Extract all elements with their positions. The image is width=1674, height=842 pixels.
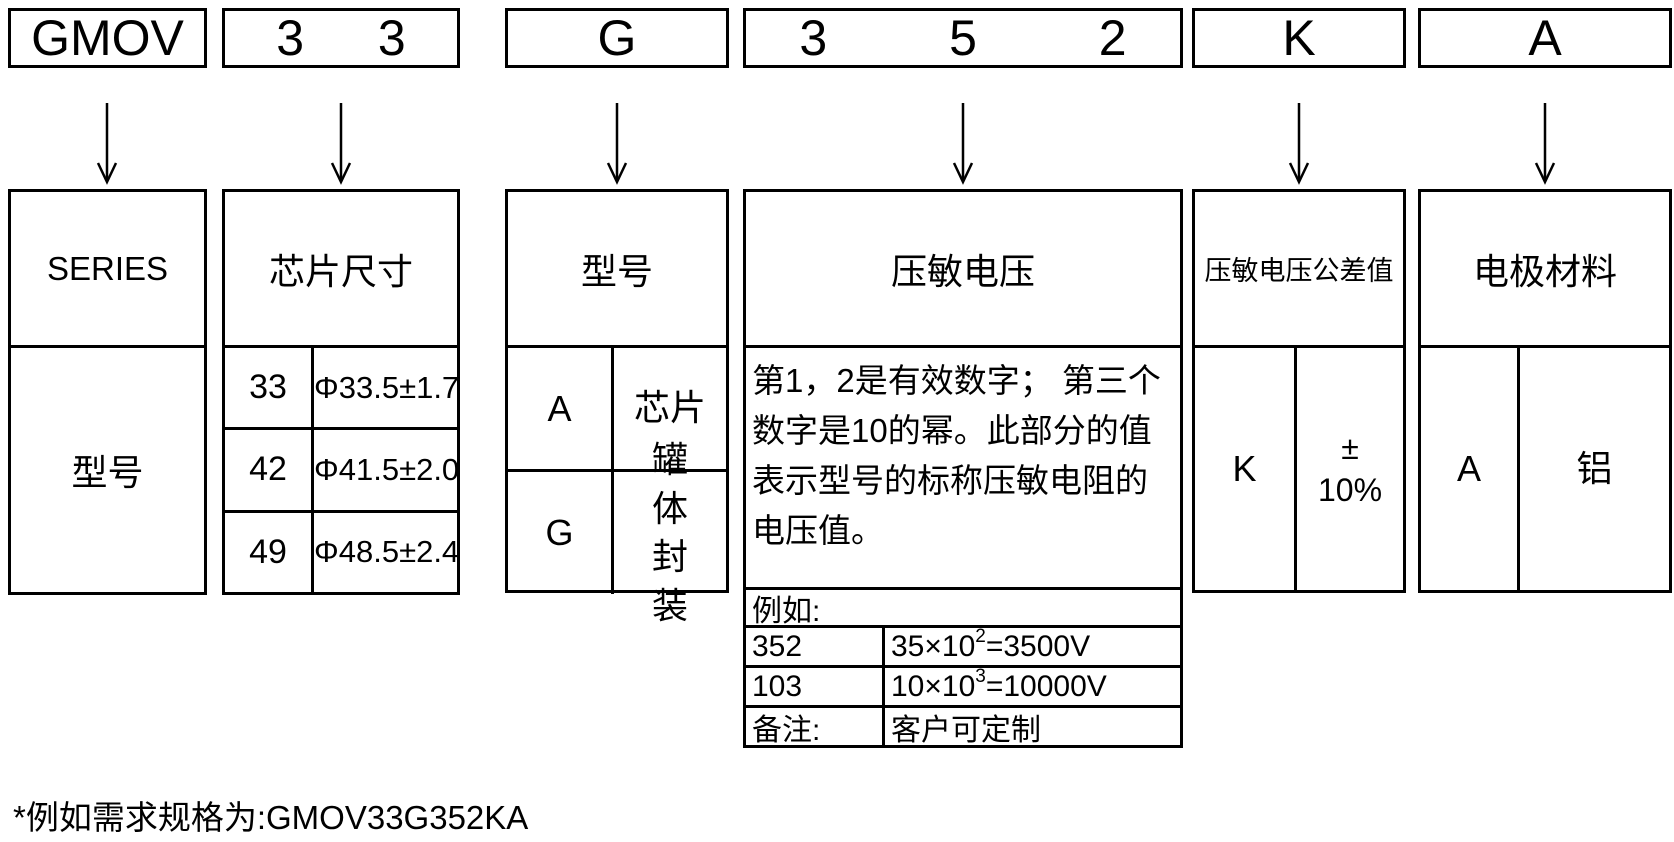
code-electrode-text: A — [1528, 10, 1562, 66]
table-row: A 芯片 — [508, 348, 726, 470]
example-code-cell: 103 — [746, 668, 885, 705]
tolerance-value-stack: ± 10% — [1318, 427, 1382, 511]
electrode-rows: A 铝 — [1421, 348, 1669, 590]
electrode-code-cell: A — [1421, 348, 1520, 590]
tolerance-percent: 10% — [1317, 472, 1383, 508]
note-label-cell: 备注: — [746, 708, 885, 747]
code-tolerance-text: K — [1282, 10, 1316, 66]
chip-size-panel: 芯片尺寸 33 Φ33.5±1.7 42 Φ41.5±2.0 49 Φ48.5±… — [222, 189, 460, 595]
code-box-model: G — [505, 8, 729, 68]
table-row: A 铝 — [1421, 348, 1669, 590]
electrode-value-cell: 铝 — [1576, 447, 1613, 489]
chip-size-header: 芯片尺寸 — [225, 192, 457, 348]
electrode-panel: 电极材料 A 铝 — [1418, 189, 1672, 593]
code-box-electrode: A — [1418, 8, 1672, 68]
model-code-cell: A — [508, 348, 614, 470]
code-box-tolerance: K — [1192, 8, 1406, 68]
table-row: 33 Φ33.5±1.7 — [225, 348, 460, 428]
example-code-cell: 352 — [746, 628, 885, 665]
chip-code-cell: 33 — [225, 348, 314, 428]
voltage-header: 压敏电压 — [746, 192, 1180, 348]
tolerance-code-cell: K — [1195, 348, 1297, 590]
code-box-chip-size: 3 3 — [222, 8, 460, 68]
model-value-cell: 芯片 — [633, 387, 706, 429]
chip-size-rows: 33 Φ33.5±1.7 42 Φ41.5±2.0 49 Φ48.5±2.4 — [225, 348, 460, 592]
table-row: 49 Φ48.5±2.4 — [225, 509, 460, 592]
table-row: G 罐体封装 — [508, 439, 726, 626]
example-result: =10000V — [985, 669, 1107, 703]
tolerance-panel: 压敏电压公差值 K ± 10% — [1192, 189, 1406, 593]
table-row: 备注: 客户可定制 — [746, 705, 1180, 747]
chip-value-cell: Φ33.5±1.7 — [314, 369, 460, 405]
chip-value-cell: Φ41.5±2.0 — [314, 452, 460, 488]
voltage-description: 第1，2是有效数字； 第三个数字是10的幂。此部分的值表示型号的标称压敏电阻的电… — [752, 362, 1161, 549]
example-result: =3500V — [985, 629, 1091, 663]
down-arrow-icon — [1286, 101, 1312, 187]
tolerance-value-cell: ± 10% — [1297, 348, 1403, 590]
series-panel: SERIES 型号 — [8, 189, 207, 595]
series-body: 型号 — [71, 452, 144, 493]
chip-code-cell: 49 — [225, 512, 314, 592]
down-arrow-icon — [1532, 101, 1558, 187]
note-value-cell: 客户可定制 — [891, 713, 1041, 747]
model-code-cell: G — [508, 472, 614, 594]
model-header: 型号 — [508, 192, 726, 348]
voltage-panel: 压敏电压 第1，2是有效数字； 第三个数字是10的幂。此部分的值表示型号的标称压… — [743, 189, 1183, 590]
down-arrow-icon — [328, 101, 354, 187]
down-arrow-icon — [604, 101, 630, 187]
tolerance-sign: ± — [1341, 430, 1359, 466]
example-exponent: 3 — [975, 665, 986, 687]
chip-value-cell: Φ48.5±2.4 — [314, 534, 460, 570]
code-chip-text: 3 3 — [276, 10, 406, 66]
code-box-voltage: 3 5 2 — [743, 8, 1183, 68]
model-value-cell: 罐体封装 — [651, 439, 688, 626]
code-model-text: G — [597, 10, 637, 66]
electrode-header: 电极材料 — [1421, 192, 1669, 348]
code-voltage-text: 3 5 2 — [799, 10, 1127, 66]
series-header: SERIES — [11, 192, 204, 348]
tolerance-rows: K ± 10% — [1195, 348, 1403, 590]
table-row: K ± 10% — [1195, 348, 1403, 590]
code-box-series: GMOV — [8, 8, 207, 68]
example-base: 35×10 — [891, 629, 976, 663]
example-base: 10×10 — [891, 669, 976, 703]
down-arrow-icon — [94, 101, 120, 187]
down-arrow-icon — [950, 101, 976, 187]
model-rows: A 芯片 G 罐体封装 — [508, 348, 726, 626]
example-spec-footnote: *例如需求规格为:GMOV33G352KA — [13, 799, 529, 836]
model-panel: 型号 A 芯片 G 罐体封装 — [505, 189, 729, 626]
code-series-text: GMOV — [31, 10, 184, 66]
chip-code-cell: 42 — [225, 430, 314, 510]
example-label: 例如: — [752, 594, 821, 628]
example-exponent: 2 — [975, 625, 986, 647]
table-row: 42 Φ41.5±2.0 — [225, 427, 460, 510]
tolerance-header: 压敏电压公差值 — [1195, 192, 1403, 348]
